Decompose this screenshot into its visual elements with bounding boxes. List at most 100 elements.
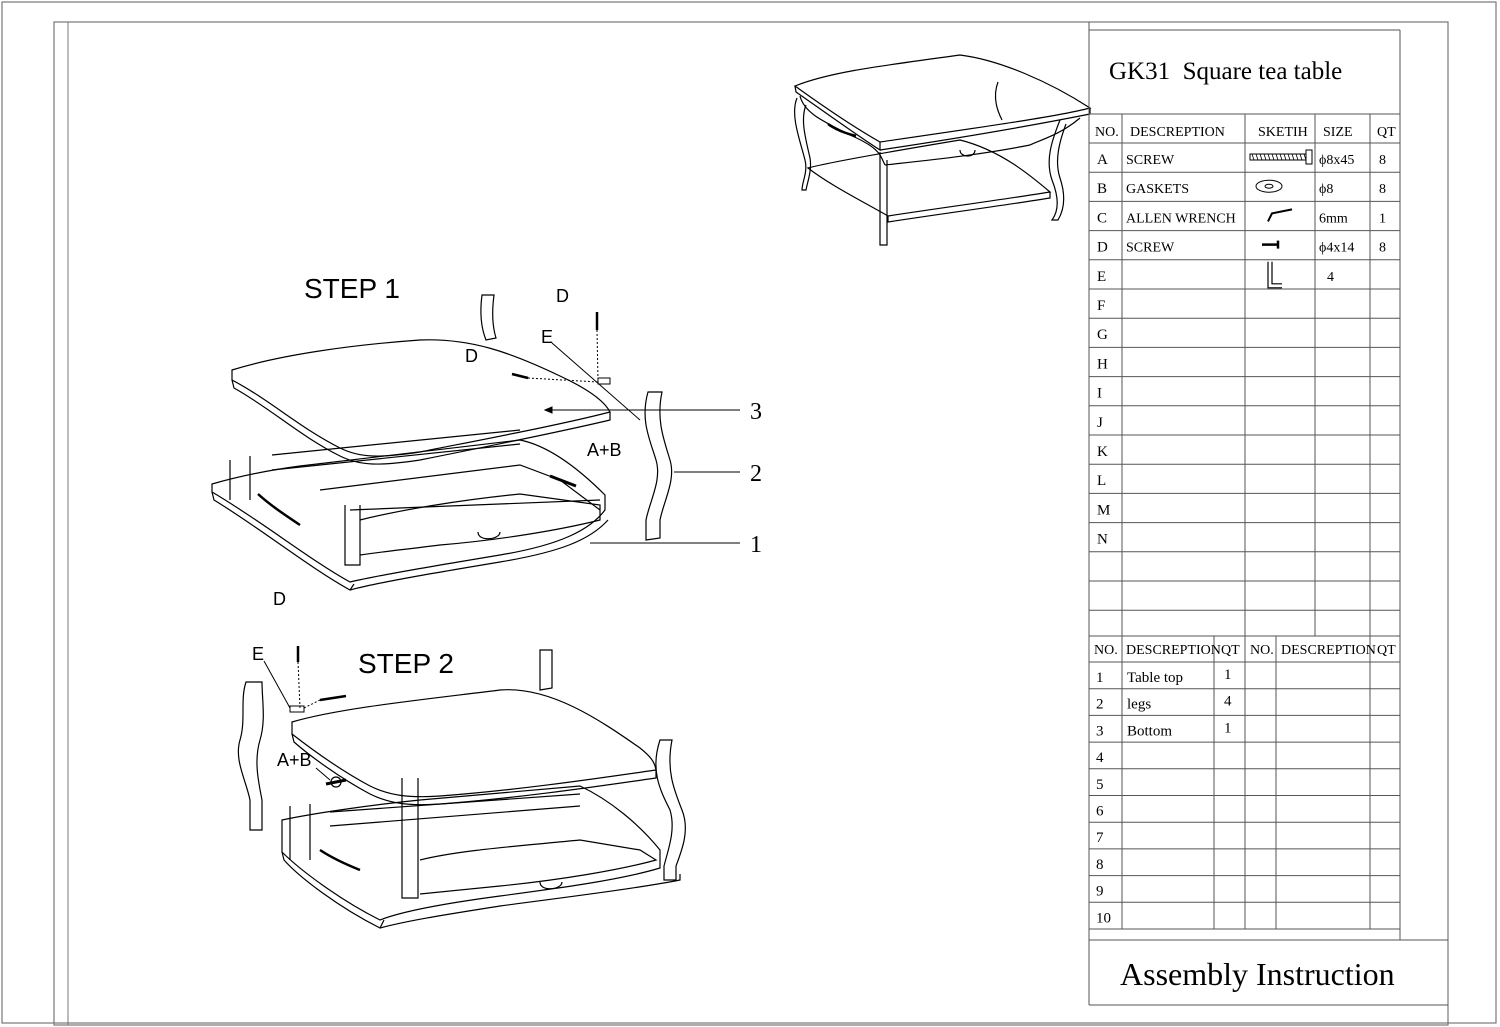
table-row: 3 Bottom 1	[1096, 720, 1232, 739]
hw-no: G	[1097, 327, 1108, 343]
washer-icon	[1255, 179, 1283, 193]
parts-desc: Bottom	[1127, 723, 1172, 739]
step1-callout-e: E	[541, 327, 553, 347]
table-row: C ALLEN WRENCH 6mm 1	[1097, 208, 1386, 226]
parts-no: 5	[1096, 777, 1104, 793]
parts-qt: 1	[1224, 720, 1232, 736]
footer-assembly-instruction: Assembly Instruction	[1120, 956, 1395, 992]
hw-qt: 8	[1379, 241, 1386, 256]
hw-no: J	[1097, 415, 1103, 431]
hw-no: N	[1097, 532, 1108, 548]
long-screw-icon	[1249, 149, 1313, 165]
step2-callout-ab: A+B	[277, 750, 312, 770]
hw-no: K	[1097, 444, 1108, 460]
preview-leg-left	[794, 97, 812, 191]
parts-qt: 4	[1224, 694, 1232, 710]
hw-no: B	[1097, 181, 1107, 197]
step1-illustration	[211, 294, 673, 591]
preview-carving	[827, 122, 857, 138]
table-row: F	[1097, 298, 1105, 314]
hw-qt: 8	[1379, 153, 1386, 168]
preview-shelf	[806, 139, 1052, 217]
step1-leg-back	[480, 294, 497, 341]
table-row: H	[1097, 356, 1108, 372]
step2-bracket-e	[289, 705, 305, 713]
table-row: 9	[1096, 884, 1104, 900]
table-row: M	[1097, 502, 1110, 518]
hw-qt: 8	[1379, 182, 1386, 197]
parts-qt: 1	[1224, 667, 1232, 683]
table-row: 5	[1096, 777, 1104, 793]
table-row: K	[1097, 444, 1108, 460]
hw-qt: 1	[1379, 211, 1386, 226]
step1-carving	[257, 493, 301, 527]
step2-callout-d: D	[273, 589, 286, 609]
hw-size: ϕ4x14	[1319, 241, 1354, 256]
table-row: 4	[1096, 750, 1104, 766]
step2-illustration	[237, 649, 686, 929]
step2-handle	[539, 881, 563, 890]
parts-header-3: NO.	[1250, 643, 1274, 658]
hw-no: D	[1097, 240, 1108, 256]
preview-table-illustration	[793, 54, 1092, 246]
preview-leg-back	[994, 81, 1003, 121]
step1-leg-right	[644, 391, 673, 541]
allen-wrench-icon	[1267, 208, 1293, 222]
parts-header-4: DESCREPTION	[1281, 643, 1376, 658]
step1-bracket-e	[597, 377, 611, 385]
step1-tabletop	[231, 339, 611, 457]
parts-header-5: QT	[1377, 643, 1396, 658]
document-title: GK31 Square tea table	[1109, 58, 1342, 85]
step2-leg-left	[237, 681, 264, 831]
parts-header-0: NO.	[1094, 643, 1118, 658]
hw-header-3: SIZE	[1323, 125, 1353, 140]
table-row: N	[1097, 532, 1108, 548]
parts-no: 3	[1096, 723, 1104, 739]
table-row: 8	[1096, 857, 1104, 873]
hw-size: ϕ8	[1319, 182, 1333, 197]
table-row: 7	[1096, 830, 1104, 846]
hw-no: L	[1097, 473, 1106, 489]
table-row: G	[1097, 327, 1108, 343]
hw-desc: ALLEN WRENCH	[1126, 211, 1236, 226]
parts-no: 6	[1096, 804, 1104, 820]
step1-title: STEP 1	[304, 273, 400, 304]
hw-no: C	[1097, 210, 1107, 226]
step1-drawer	[359, 493, 601, 556]
step1-handle	[477, 531, 501, 540]
table-row: 1 Table top 1	[1096, 667, 1232, 686]
step1-callouts	[511, 312, 740, 544]
step1-bolt	[549, 474, 577, 488]
hw-no: E	[1097, 269, 1106, 285]
parts-no: 1	[1096, 670, 1104, 686]
step2-leg-right	[655, 739, 686, 881]
hw-header-2: SKETIH	[1258, 125, 1308, 140]
hw-desc: SCREW	[1126, 153, 1175, 168]
step1-callout-d-side: D	[465, 346, 478, 366]
table-row: 10	[1096, 910, 1111, 926]
step2-callout-e: E	[252, 644, 264, 664]
step1-part-1: 1	[750, 532, 762, 558]
preview-leg-right	[1048, 119, 1067, 221]
step2-leg-back	[539, 649, 553, 691]
parts-desc: Table top	[1127, 670, 1183, 686]
hw-header-1: DESCREPTION	[1130, 125, 1225, 140]
step2-carving	[319, 848, 361, 872]
parts-no: 4	[1096, 750, 1104, 766]
parts-no: 2	[1096, 697, 1104, 713]
inner-border	[53, 21, 1449, 1026]
hw-header-0: NO.	[1095, 125, 1119, 140]
hw-header-4: QT	[1377, 125, 1396, 140]
parts-header-2: QT	[1221, 643, 1240, 658]
parts-no: 8	[1096, 857, 1104, 873]
parts-no: 7	[1096, 830, 1104, 846]
hw-size: 6mm	[1319, 211, 1348, 226]
